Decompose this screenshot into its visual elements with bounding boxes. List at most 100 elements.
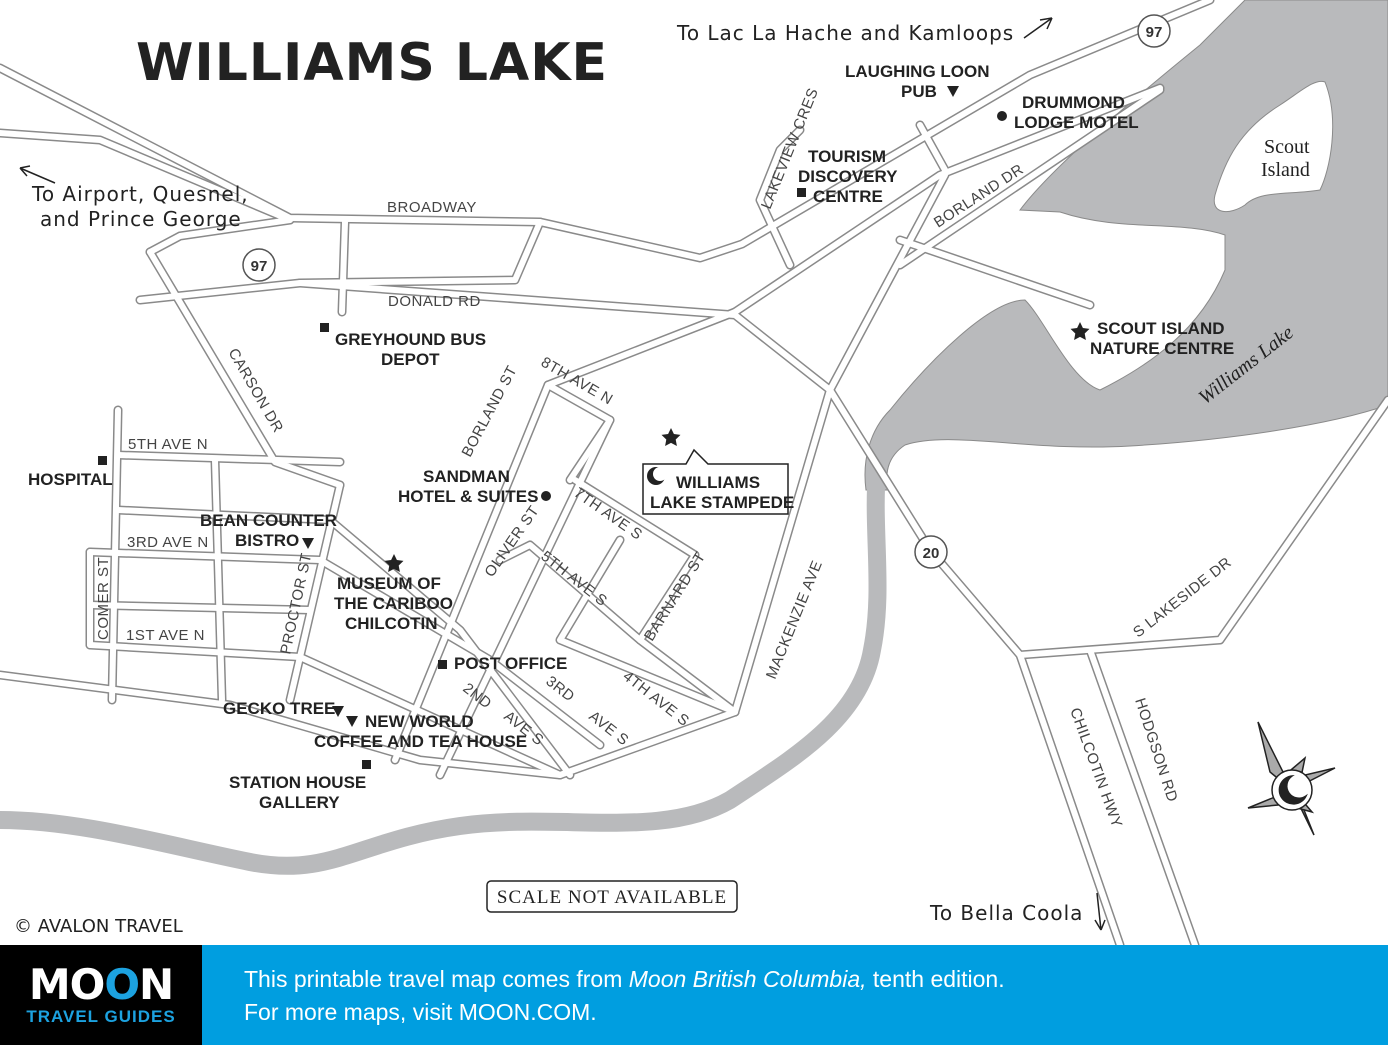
poi-gecko-tree: GECKO TREE [223, 699, 335, 718]
map-canvas: 97 97 20 WILLIAMS LAKE To Lac La Hache a… [0, 0, 1388, 945]
road-segment [827, 387, 1123, 945]
road-segment [1087, 647, 1198, 945]
direction-south: To Bella Coola [929, 901, 1083, 925]
scale-box [486, 880, 738, 913]
water-bodies [0, 0, 1388, 875]
road-segment [317, 557, 603, 748]
island-label-line2: Island [1261, 159, 1310, 181]
road-segment [557, 537, 738, 715]
road-segment [115, 452, 343, 465]
island-label-line1: Scout [1264, 136, 1310, 158]
road-segment [0, 672, 563, 778]
road-segment [497, 542, 738, 715]
road-segment [212, 457, 225, 703]
road-fill [0, 0, 1388, 945]
hospital-square-icon [98, 456, 107, 465]
poi-laughing-loon: LAUGHING LOON [845, 62, 990, 81]
station-square-icon [362, 760, 371, 769]
direction-west-line1: To Airport, Quesnel, [31, 182, 249, 206]
promo-line2[interactable]: For more maps, visit MOON.COM. [244, 999, 597, 1025]
poi-tourism-line3: CENTRE [813, 187, 883, 206]
poi-laughing-loon-line2: PUB [901, 82, 937, 101]
road-segment [732, 85, 1163, 315]
road-segment [115, 507, 333, 523]
road-segment [572, 477, 698, 643]
road-segment [0, 130, 293, 223]
map-title: WILLIAMS LAKE [136, 33, 608, 93]
street-label-comer: COMER ST [95, 557, 112, 640]
road-segment [87, 549, 323, 563]
road-segment [1017, 397, 1388, 658]
poi-sandman: SANDMAN [423, 467, 510, 486]
road-segment [137, 219, 543, 303]
street-label-5th-ave-n: 5TH AVE N [128, 436, 208, 453]
scout-centre-star-icon [1070, 322, 1090, 340]
poi-labels: LAUGHING LOON PUB DRUMMOND LODGE MOTEL T… [28, 62, 1234, 812]
poi-bean-counter-line2: BISTRO [235, 531, 299, 550]
street-label-borland-st: BORLAND ST [459, 363, 521, 460]
greyhound-square-icon [320, 323, 329, 332]
poi-drummond: DRUMMOND [1022, 93, 1125, 112]
arrow-south-icon [1094, 892, 1106, 931]
post-office-square-icon [438, 660, 447, 669]
street-label-broadway: BROADWAY [387, 199, 477, 216]
poi-scout-centre-line2: NATURE CENTRE [1090, 339, 1234, 358]
scale-note: SCALE NOT AVAILABLE [497, 887, 727, 908]
logo-subtitle: TRAVEL GUIDES [26, 1007, 176, 1026]
river [0, 469, 887, 875]
poi-drummond-line2: LODGE MOTEL [1014, 113, 1139, 132]
road-segment [897, 87, 1163, 268]
motel-circle-icon [997, 111, 1007, 121]
poi-tourism: TOURISM [808, 147, 886, 166]
svg-text:97: 97 [251, 258, 268, 275]
poi-bean-counter: BEAN COUNTER [200, 511, 337, 530]
road-segment [897, 237, 1093, 308]
footer-banner: MOON TRAVEL GUIDES This printable travel… [0, 945, 1388, 1045]
poi-new-world: NEW WORLD [365, 712, 474, 731]
poi-museum: MUSEUM OF [337, 574, 441, 593]
street-label-lakeside: S LAKESIDE DR [1130, 554, 1235, 641]
moon-logo[interactable]: MOON TRAVEL GUIDES [0, 945, 202, 1045]
poi-museum-line3: CHILCOTIN [345, 614, 438, 633]
sandman-circle-icon [541, 491, 551, 501]
road-segment [917, 122, 948, 173]
road-segment [327, 517, 573, 778]
poi-museum-line2: THE CARIBOO [334, 594, 453, 613]
svg-text:97: 97 [1146, 24, 1163, 41]
map-markers [98, 86, 1090, 769]
logo-text-o: O [104, 960, 140, 1009]
promo-line1-c: tenth edition. [866, 966, 1005, 992]
poi-station-house: STATION HOUSE [229, 773, 366, 792]
road-segment [87, 602, 313, 613]
svg-text:20: 20 [923, 545, 940, 562]
poi-greyhound-line2: DEPOT [381, 350, 440, 369]
highway-20-shield: 20 [914, 535, 948, 569]
logo-text-mo: MO [28, 960, 105, 1009]
poi-post-office: POST OFFICE [454, 654, 567, 673]
direction-north: To Lac La Hache and Kamloops [676, 21, 1014, 45]
direction-west-line2: and Prince George [40, 207, 242, 231]
road-segment [87, 642, 303, 660]
arrow-ne-icon [1023, 17, 1053, 39]
stampede-star-icon [661, 428, 681, 446]
copyright: © AVALON TRAVEL [14, 916, 183, 937]
promo-text: This printable travel map comes from Moo… [202, 945, 1388, 1045]
poi-greyhound: GREYHOUND BUS [335, 330, 486, 349]
street-label-1st-ave-n: 1ST AVE N [126, 627, 205, 644]
road-segment [732, 387, 833, 715]
arrow-nw-icon [19, 165, 56, 184]
museum-star-icon [384, 554, 404, 572]
poi-stampede-line2: LAKE STAMPEDE [650, 493, 794, 512]
poi-new-world-line2: COFFEE AND TEA HOUSE [314, 732, 527, 751]
poi-scout-centre: SCOUT ISLAND [1097, 319, 1225, 338]
road-segment [567, 417, 613, 483]
scout-island [1213, 80, 1334, 213]
road-segment [147, 217, 293, 255]
stampede-callout: WILLIAMS LAKE STAMPEDE [642, 448, 794, 515]
promo-book-title: Moon British Columbia, [628, 966, 867, 992]
poi-tourism-line2: DISCOVERY [798, 167, 898, 186]
pub-triangle-icon [947, 86, 959, 97]
street-label-barnard: BARNARD ST [641, 549, 709, 644]
newworld-triangle-icon [346, 716, 358, 727]
poi-station-house-line2: GALLERY [259, 793, 340, 812]
